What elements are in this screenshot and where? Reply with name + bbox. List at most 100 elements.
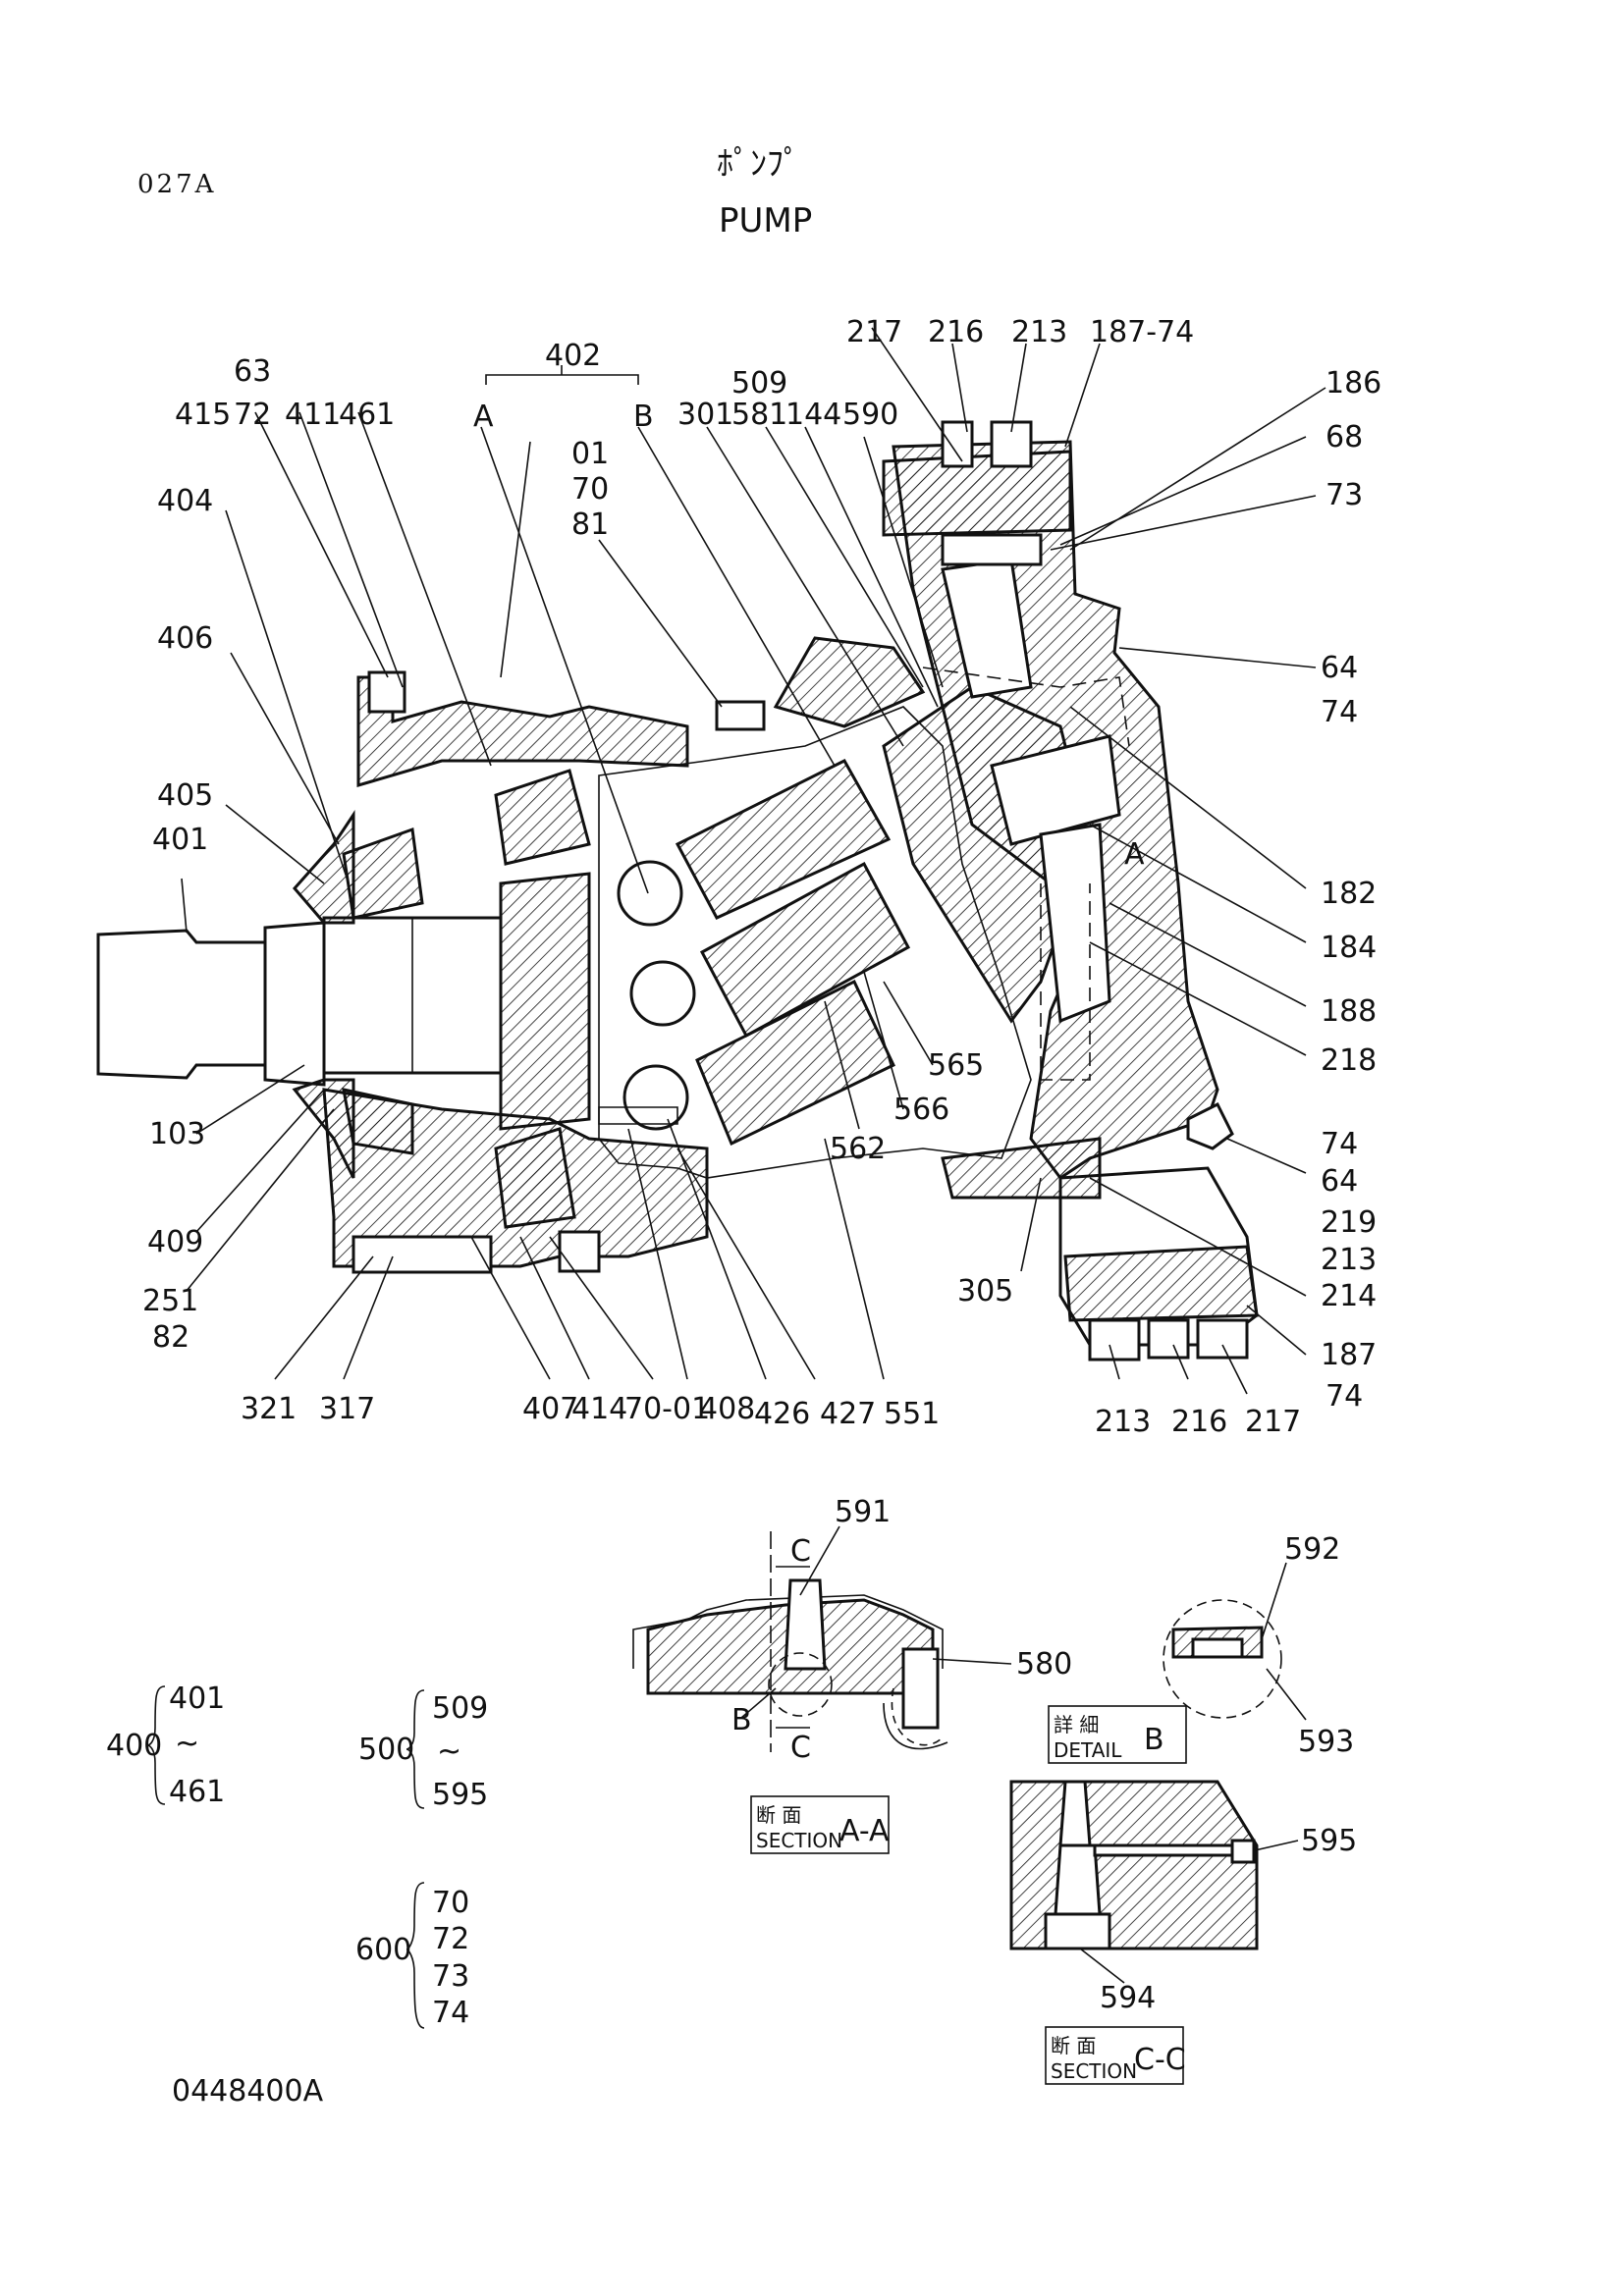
label-217-top: 217 (846, 315, 902, 349)
section-a-a-tag (750, 1795, 890, 1854)
label-407: 407 (522, 1392, 578, 1426)
label-72: 72 (234, 398, 271, 432)
svg-text:72: 72 (432, 1922, 469, 1956)
label-144: 144 (785, 398, 841, 432)
label-64-top: 64 (1321, 651, 1358, 685)
page-code: 027A (137, 170, 216, 199)
label-411: 411 (285, 398, 341, 432)
label-70: 70 (571, 472, 609, 507)
label-182: 182 (1321, 877, 1377, 911)
group-600: 600 70 72 73 74 (355, 1882, 469, 2030)
drawing-number: 0448400A (172, 2074, 324, 2109)
label-406: 406 (157, 621, 213, 656)
label-251: 251 (142, 1284, 198, 1318)
label-305: 305 (957, 1274, 1013, 1308)
detail-b-view: 592 593 詳 細 DETAIL B (1048, 1532, 1354, 1764)
label-592: 592 (1284, 1532, 1340, 1567)
label-188: 188 (1321, 994, 1377, 1029)
label-565: 565 (928, 1048, 984, 1083)
label-409: 409 (147, 1225, 203, 1259)
detail-b-tag (1048, 1705, 1187, 1764)
svg-text:509: 509 (432, 1691, 488, 1726)
label-595: 595 (1301, 1824, 1357, 1858)
label-219: 219 (1321, 1205, 1377, 1240)
label-184: 184 (1321, 931, 1377, 965)
label-187-bottom: 187 (1321, 1338, 1377, 1372)
svg-text:74: 74 (432, 1996, 469, 2030)
label-01: 01 (571, 437, 609, 471)
label-64-mid: 64 (1321, 1164, 1358, 1199)
title-jp: ﾎﾟﾝﾌﾟ (717, 144, 800, 184)
label-551: 551 (884, 1397, 940, 1431)
label-593: 593 (1298, 1725, 1354, 1759)
svg-text:70: 70 (432, 1886, 469, 1920)
section-c-c-view: 595 594 断 面 SECTION C-C (1009, 1780, 1357, 2085)
section-c-bottom: C (790, 1731, 811, 1765)
label-103: 103 (149, 1117, 205, 1151)
label-81: 81 (571, 507, 609, 542)
label-591: 591 (835, 1495, 891, 1529)
label-214: 214 (1321, 1279, 1377, 1313)
label-415: 415 (175, 398, 231, 432)
label-74-bottom: 74 (1325, 1379, 1363, 1414)
svg-text:461: 461 (169, 1775, 225, 1809)
label-213-top: 213 (1011, 315, 1067, 349)
label-301: 301 (677, 398, 733, 432)
section-c-c-tag (1045, 2026, 1184, 2085)
label-461: 461 (339, 398, 395, 432)
drive-shaft (96, 929, 267, 1080)
svg-text:SECTION: SECTION (1051, 2059, 1137, 2083)
part-labels: 217 216 213 187-74 402 A B 63 72 415 411… (142, 315, 1381, 1439)
label-74-top: 74 (1321, 695, 1358, 729)
svg-text:A-A: A-A (839, 1814, 890, 1848)
label-217-bottom: 217 (1245, 1405, 1301, 1439)
svg-text:401: 401 (169, 1682, 225, 1716)
svg-text:断 面: 断 面 (756, 1803, 801, 1827)
section-a-a-view: 591 C C B 580 断 面 SECTION A-A (632, 1495, 1072, 1854)
pistons (598, 759, 911, 1147)
label-404: 404 (157, 484, 213, 518)
svg-text:595: 595 (432, 1778, 488, 1812)
label-581: 581 (731, 398, 787, 432)
svg-text:600: 600 (355, 1933, 411, 1967)
label-216-bottom: 216 (1171, 1405, 1227, 1439)
group-400: 400 401 ~ 461 (106, 1682, 225, 1809)
label-509: 509 (731, 366, 787, 400)
leader-lines (181, 327, 1326, 1395)
label-562: 562 (830, 1132, 886, 1166)
label-187-74-top: 187-74 (1090, 315, 1194, 349)
label-73: 73 (1325, 478, 1363, 512)
svg-text:SECTION: SECTION (756, 1829, 842, 1852)
svg-text:DETAIL: DETAIL (1054, 1738, 1122, 1762)
label-section-a: A (1124, 837, 1145, 872)
svg-text:断 面: 断 面 (1051, 2034, 1096, 2057)
label-216-top: 216 (928, 315, 984, 349)
label-213-mid: 213 (1321, 1243, 1377, 1277)
group-500: 500 509 ~ 595 (358, 1689, 488, 1812)
label-82: 82 (152, 1320, 189, 1355)
label-427: 427 (820, 1397, 876, 1431)
svg-text:詳 細: 詳 細 (1054, 1713, 1099, 1736)
label-186: 186 (1325, 366, 1381, 400)
svg-text:~: ~ (437, 1735, 461, 1769)
label-590: 590 (842, 398, 898, 432)
label-405: 405 (157, 778, 213, 813)
label-402-b: B (633, 400, 654, 434)
label-408: 408 (699, 1392, 755, 1426)
label-580: 580 (1016, 1647, 1072, 1682)
svg-text:500: 500 (358, 1733, 414, 1767)
svg-text:~: ~ (175, 1727, 199, 1761)
label-63: 63 (234, 354, 271, 389)
label-317: 317 (319, 1392, 375, 1426)
title-en: PUMP (719, 201, 812, 240)
label-426: 426 (754, 1397, 810, 1431)
label-414: 414 (571, 1392, 627, 1426)
svg-text:C-C: C-C (1134, 2043, 1186, 2077)
front-housing (356, 675, 689, 788)
label-218: 218 (1321, 1043, 1377, 1078)
label-402: 402 (545, 339, 601, 373)
label-321: 321 (241, 1392, 297, 1426)
label-68: 68 (1325, 420, 1363, 454)
label-566: 566 (893, 1093, 949, 1127)
